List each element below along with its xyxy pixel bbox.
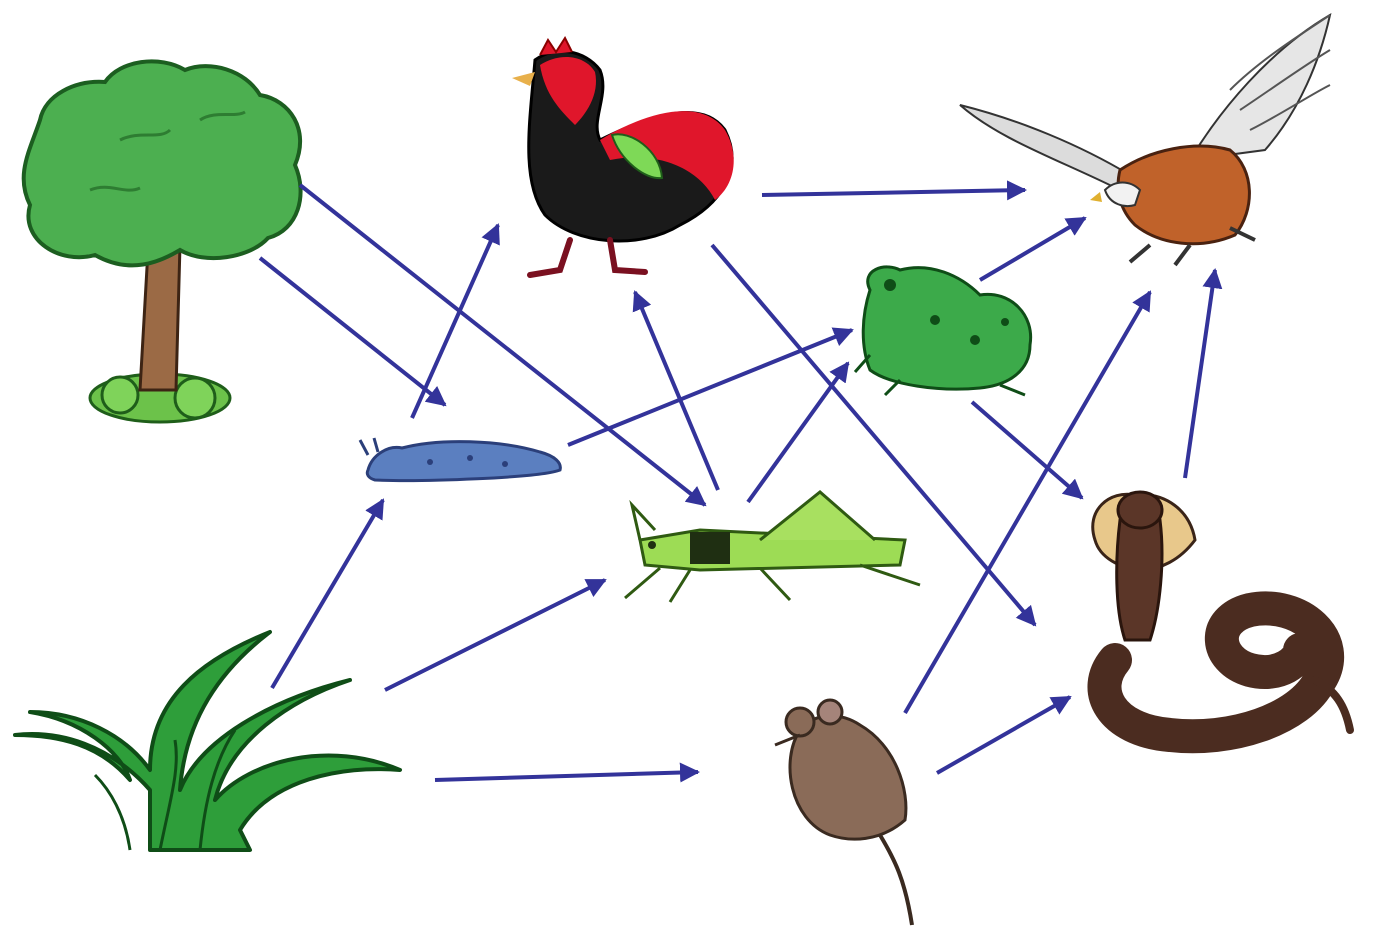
cobra-icon — [1093, 492, 1350, 736]
arrow-snake-to-eagle — [1185, 270, 1215, 478]
grass-icon — [15, 632, 400, 850]
food-web-arrows — [260, 185, 1215, 780]
mouse-icon — [775, 700, 912, 925]
arrow-grass-to-grasshopper — [385, 580, 605, 690]
arrow-mouse-to-snake — [937, 697, 1070, 773]
arrow-slug-to-rooster — [412, 225, 498, 418]
slug-icon — [360, 438, 560, 481]
arrow-rooster-to-eagle — [762, 190, 1025, 195]
eagle-icon — [960, 15, 1330, 265]
grasshopper-icon — [625, 492, 920, 602]
arrow-frog-to-snake — [972, 402, 1082, 498]
arrow-slug-to-frog — [568, 330, 852, 445]
arrow-grasshopper-to-frog — [748, 363, 848, 502]
tree-icon — [24, 61, 301, 422]
arrow-grass-to-mouse — [435, 772, 698, 780]
frog-icon — [855, 267, 1031, 395]
arrow-frog-to-eagle — [980, 218, 1085, 280]
rooster-icon — [512, 38, 734, 275]
arrow-grass-to-slug — [272, 500, 383, 688]
